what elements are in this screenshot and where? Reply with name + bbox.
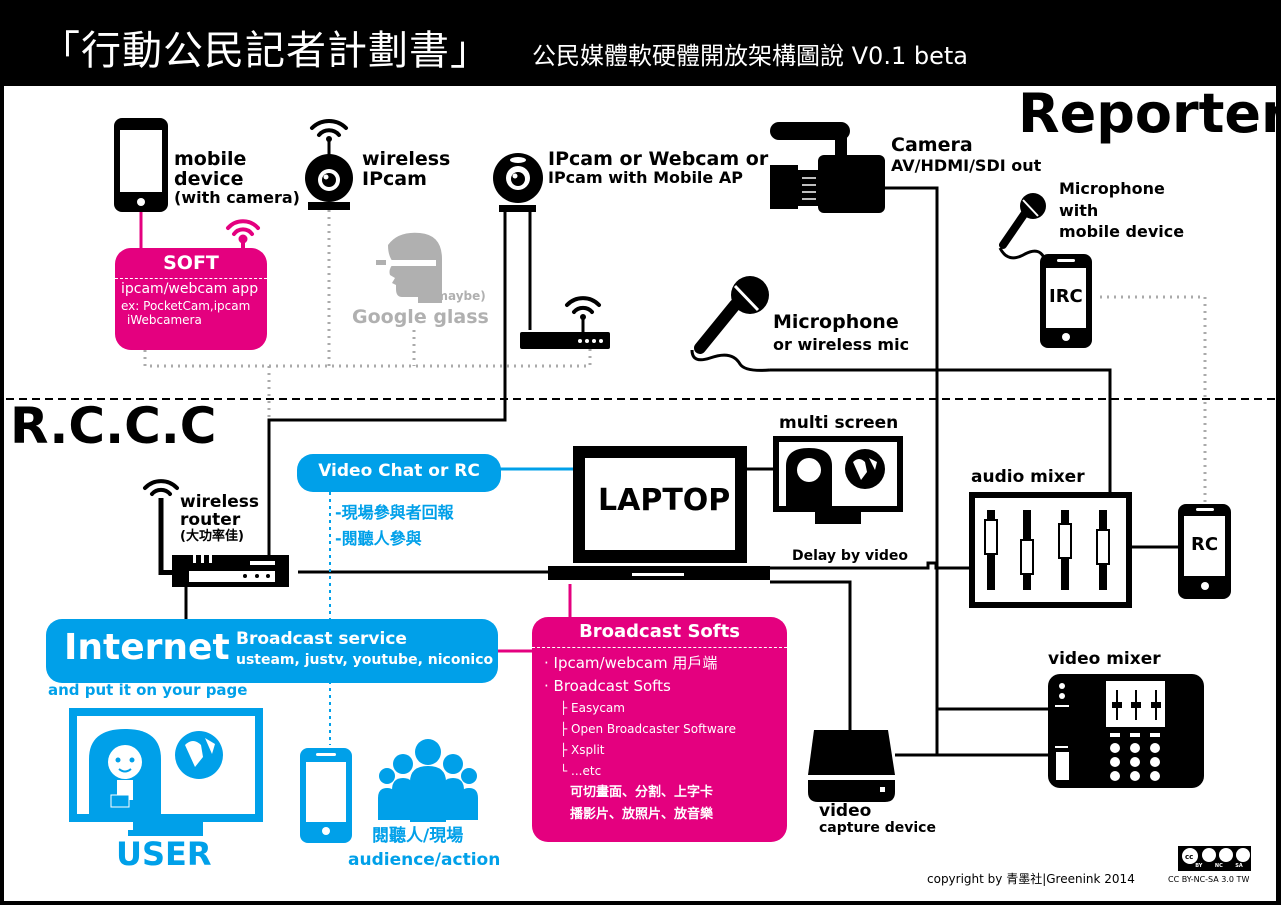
laptop-label: LAPTOP [598,483,731,518]
multi-screen-label: multi screen [779,413,899,433]
connections [6,186,1276,757]
user-monitor-icon [69,708,263,836]
rc-label: RC [1191,534,1219,555]
video-camera-icon [770,122,885,213]
audience-cn-label: 閱聽人/現場 [372,826,464,846]
router-label: wireless router (大功率佳) [180,492,260,544]
header-bar: 「行動公民記者計劃書」 公民媒體軟硬體開放架構圖說 V0.1 beta [0,0,1281,84]
broadcast-tree-item: ├ Easycam [560,701,625,716]
user-label: USER [116,835,212,873]
audio-mixer-icon [969,492,1132,608]
soft-box-title: SOFT [163,252,219,274]
page-title: 「行動公民記者計劃書」 [40,28,491,74]
irc-label: IRC [1049,286,1083,307]
broadcast-bullet: · Ipcam/webcam 用戶端 [544,653,718,672]
capture-device-icon [808,730,895,802]
license-text: CC BY-NC-SA 3.0 TW [1168,875,1250,884]
internet-title: Internet [64,627,230,668]
video-mixer-icon [1048,674,1204,788]
soft-box-line2: ex: PocketCam,ipcam [121,298,251,313]
broadcast-service-list: usteam, justv, youtube, niconico [236,652,494,668]
wireless-ipcam-label: wireless IPcam [362,148,451,190]
svg-text:cc: cc [1185,853,1193,861]
microphone-small-icon [998,193,1047,261]
broadcast-softs-box: Broadcast Softs · Ipcam/webcam 用戶端 · Bro… [532,617,787,842]
capture-device-label: video capture device [819,801,936,836]
mobile-device-label: mobile device (with camera) [174,148,300,207]
video-chat-box: Video Chat or RC [297,454,501,492]
broadcast-feature: 可切畫面、分割、上字卡 [570,785,714,801]
camera-label: Camera AV/HDMI/SDI out [891,134,1042,175]
irc-phone-icon [1040,254,1092,348]
wireless-ipcam-icon [305,118,353,210]
audience-en-label: audience/action [348,850,501,870]
google-glass-maybe: (maybe) [430,289,486,303]
ipcam-webcam-label: IPcam or Webcam or IPcam with Mobile AP [548,148,769,187]
multi-screen-icon [773,436,903,524]
video-chat-items: -現場參與者回報 -閱聽人參與 [335,500,454,551]
video-chat-item: -閱聽人參與 [335,528,422,548]
audience-phone-icon [300,748,352,843]
wifi-icon [226,219,260,252]
rc-phone-icon [1178,504,1231,599]
page-subtitle: 公民媒體軟硬體開放架構圖說 V0.1 beta [532,42,968,70]
internet-box: Internet Broadcast service usteam, justv… [46,619,498,683]
cc-license-badge-icon: cc [1178,846,1251,871]
microphone-icon [690,276,771,372]
laptop-icon [548,446,770,580]
page-note: and put it on your page [48,681,248,699]
broadcast-bullet: · Broadcast Softs [544,677,671,696]
broadcast-tree-item: ├ Open Broadcaster Software [560,722,737,737]
wireless-router-icon [143,479,289,587]
audio-mixer-label: audio mixer [971,467,1085,487]
section-title-reporter: Reporter [1018,82,1281,145]
section-title-rccc: R.C.C.C [10,397,217,455]
audience-people-icon [378,739,478,822]
copyright-text: copyright by 青墨社|Greenink 2014 [927,872,1135,886]
microphone-label: Microphone or wireless mic [773,311,910,354]
video-mixer-label: video mixer [1048,649,1161,669]
broadcast-service-title: Broadcast service [236,629,407,649]
broadcast-tree-item: └ ...etc [560,764,602,779]
soft-box: SOFT ipcam/webcam app ex: PocketCam,ipca… [115,248,267,350]
google-glass-label: Google glass [352,306,489,328]
cc-badge-labels: BY NC SA [1195,863,1243,869]
wireless-dotted-links [143,210,1207,505]
video-chat-item: -現場參與者回報 [335,503,454,522]
soft-box-line1: ipcam/webcam app [121,280,259,297]
soft-box-line3: iWebcamera [127,312,202,327]
broadcast-tree-item: ├ Xsplit [560,743,605,758]
mobile-phone-icon [114,118,168,212]
delay-label: Delay by video [792,548,909,564]
broadcast-feature: 播影片、放照片、放音樂 [570,807,714,823]
mobile-ap-router-icon [520,296,610,349]
broadcast-softs-title: Broadcast Softs [579,621,740,642]
google-glass-icon [376,232,442,303]
webcam-icon [493,153,543,212]
mic-mobile-label: Microphone with mobile device [1059,179,1185,242]
